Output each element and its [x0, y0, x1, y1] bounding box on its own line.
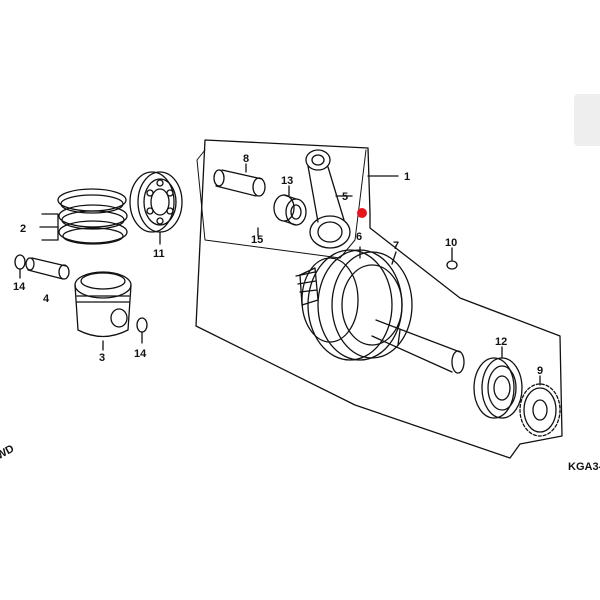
blank-header-area — [0, 0, 600, 96]
circlip-right — [136, 317, 148, 333]
dowel-pin — [446, 260, 458, 270]
selection-marker[interactable] — [357, 208, 367, 218]
callout-10: 10 — [445, 237, 457, 249]
diagram-code: KGA3- — [568, 461, 600, 473]
callout-6: 6 — [356, 231, 362, 243]
callout-12: 12 — [495, 336, 507, 348]
callout-13: 13 — [281, 175, 293, 187]
callout-14b: 14 — [134, 348, 147, 360]
needle-bearing — [273, 185, 307, 226]
callout-4: 4 — [43, 293, 50, 305]
callout-9: 9 — [537, 365, 543, 377]
crank-pin — [213, 163, 266, 197]
piston-rings — [57, 188, 128, 245]
callout-8: 8 — [243, 153, 249, 165]
callout-5: 5 — [342, 191, 348, 203]
bearing-right — [473, 346, 523, 419]
crankshaft — [295, 246, 413, 361]
callout-11: 11 — [153, 248, 165, 260]
direction-label: WD — [0, 443, 16, 462]
crank-shaft-end — [371, 319, 465, 374]
bearing-left — [129, 171, 183, 245]
callout-2: 2 — [20, 223, 26, 235]
piston-pin — [25, 257, 70, 280]
connecting-rod — [305, 149, 353, 249]
scroll-tab[interactable] — [574, 94, 600, 146]
circlip-left — [14, 254, 26, 270]
callout-3: 3 — [99, 352, 105, 364]
assembly-outline — [195, 139, 563, 459]
piston — [74, 271, 132, 351]
callout-1: 1 — [404, 171, 410, 183]
callout-numbers: 1 2 3 4 5 6 7 8 9 10 11 12 13 14 14 15 — [13, 153, 543, 377]
callout-14a: 14 — [13, 281, 26, 293]
inner-outline — [196, 149, 367, 259]
callout-15: 15 — [251, 234, 263, 246]
callout-7: 7 — [393, 240, 399, 252]
drive-gear — [519, 375, 561, 437]
